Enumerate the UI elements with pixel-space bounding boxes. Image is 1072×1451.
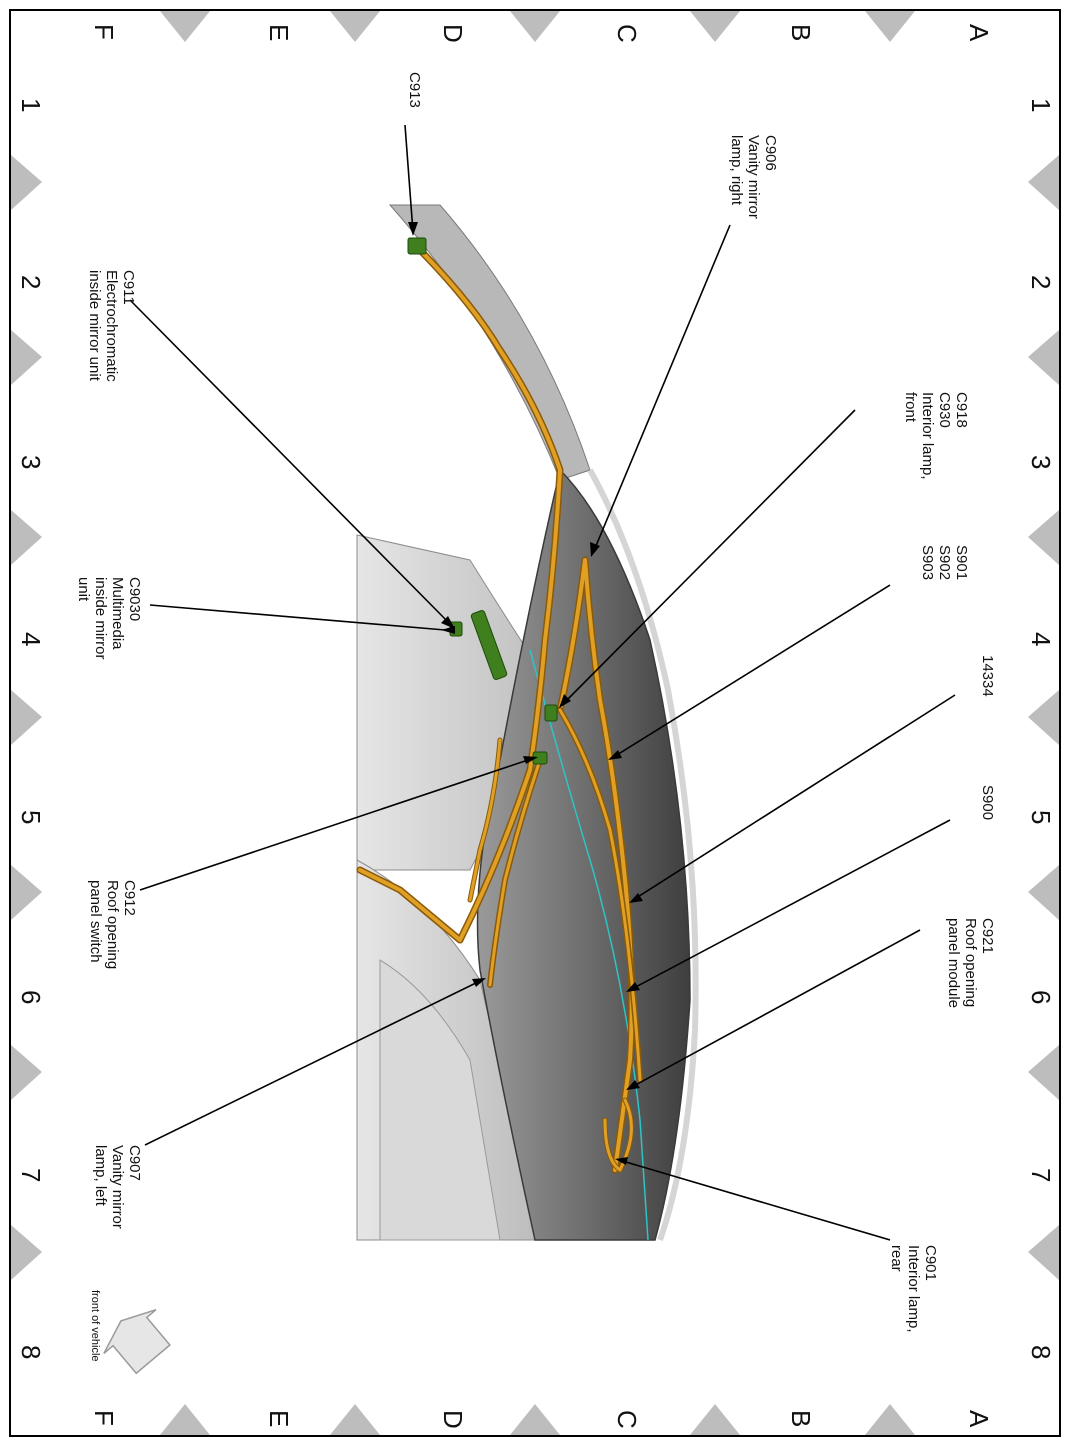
grid-number: 2 — [16, 275, 46, 289]
grid-letter: A — [964, 1410, 994, 1428]
grid-letter: C — [612, 1410, 642, 1429]
grid-marker — [11, 330, 42, 385]
callout-c9030: C9030 Multimedia inside mirror unit — [75, 577, 143, 664]
grid-marker — [11, 510, 42, 565]
grid-letters-bottom: A B C D E F — [89, 1410, 994, 1429]
grid-marker — [865, 11, 915, 42]
grid-marker — [11, 690, 42, 745]
callout-c911: C911 Electrochromatic inside mirror unit — [86, 270, 137, 386]
grid-marker — [11, 1045, 42, 1100]
grid-marker — [1028, 1045, 1059, 1100]
grid-number: 4 — [1026, 632, 1056, 646]
grid-marker — [690, 1404, 740, 1435]
callout-c921: C921 Roof opening panel module — [945, 918, 996, 1011]
wiring-harness — [356, 241, 643, 1174]
callout-c906: C906 Vanity mirror lamp, right — [728, 135, 779, 223]
grid-marker — [1028, 510, 1059, 565]
grid-number: 7 — [1026, 1168, 1056, 1182]
grid-letters-top: A B C D E F — [89, 24, 994, 43]
grid-marker — [865, 1404, 915, 1435]
grid-markers — [11, 11, 1059, 1435]
grid-number: 8 — [16, 1345, 46, 1359]
grid-marker — [160, 11, 210, 42]
callout-c913: C913 — [406, 72, 423, 108]
front-arrow-icon — [103, 1309, 171, 1375]
callout-14334: 14334 — [979, 655, 996, 697]
grid-numbers-left: 1 2 3 4 5 6 7 8 — [16, 98, 46, 1359]
vehicle-roof-illustration — [356, 204, 699, 1241]
callout-labels: C913 C906 Vanity mirror lamp, right C911… — [75, 72, 996, 1337]
connector-c918 — [544, 704, 558, 722]
grid-number: 6 — [16, 990, 46, 1004]
grid-marker — [11, 865, 42, 920]
callout-s900: S900 — [979, 785, 996, 820]
grid-marker — [1028, 1225, 1059, 1280]
grid-marker — [690, 11, 740, 42]
connector-c913 — [407, 237, 427, 255]
grid-marker — [160, 1404, 210, 1435]
leader-lines — [129, 124, 956, 1241]
grid-marker — [1028, 155, 1059, 210]
grid-number: 5 — [1026, 810, 1056, 824]
grid-number: 8 — [1026, 1345, 1056, 1359]
grid-number: 3 — [1026, 455, 1056, 469]
grid-marker — [1028, 330, 1059, 385]
grid-letter: E — [264, 24, 294, 41]
connectors — [407, 237, 558, 765]
grid-number: 4 — [16, 632, 46, 646]
grid-number: 2 — [1026, 275, 1056, 289]
grid-marker — [1028, 690, 1059, 745]
grid-letter: B — [786, 1410, 816, 1427]
grid-number: 1 — [16, 98, 46, 112]
callout-c912: C912 Roof opening panel switch — [87, 880, 138, 973]
grid-letter: D — [438, 1410, 468, 1429]
grid-number: 1 — [1026, 98, 1056, 112]
grid-marker — [510, 11, 560, 42]
grid-numbers-right: 1 2 3 4 5 6 7 8 — [1026, 98, 1056, 1359]
grid-marker — [11, 1225, 42, 1280]
grid-letter: F — [89, 1410, 119, 1426]
grid-letter: B — [786, 24, 816, 41]
front-of-vehicle-label: front of vehicle — [89, 1290, 101, 1362]
callout-s901: S901 S902 S903 — [919, 545, 970, 584]
grid-letter: E — [264, 1410, 294, 1427]
grid-number: 6 — [1026, 990, 1056, 1004]
roof-edge-trim — [587, 468, 699, 1241]
grid-marker — [510, 1404, 560, 1435]
grid-marker — [1028, 865, 1059, 920]
leader-arrowheads — [408, 222, 643, 1165]
door-opening — [379, 959, 501, 1241]
grid-letter: F — [89, 24, 119, 40]
connector-c9030 — [470, 610, 508, 680]
grid-letter: C — [612, 24, 642, 43]
grid-letter: A — [964, 24, 994, 42]
grid-marker — [330, 1404, 380, 1435]
callout-c918: C918 C930 Interior lamp, front — [902, 392, 970, 484]
grid-number: 7 — [16, 1168, 46, 1182]
callout-c901: C901 Interior lamp, rear — [888, 1245, 939, 1337]
grid-number: 3 — [16, 455, 46, 469]
grid-marker — [11, 155, 42, 210]
grid-marker — [330, 11, 380, 42]
grid-letter: D — [438, 24, 468, 43]
grid-number: 5 — [16, 810, 46, 824]
front-of-vehicle-indicator: front of vehicle — [89, 1290, 171, 1375]
callout-c907: C907 Vanity mirror lamp, left — [92, 1145, 143, 1233]
